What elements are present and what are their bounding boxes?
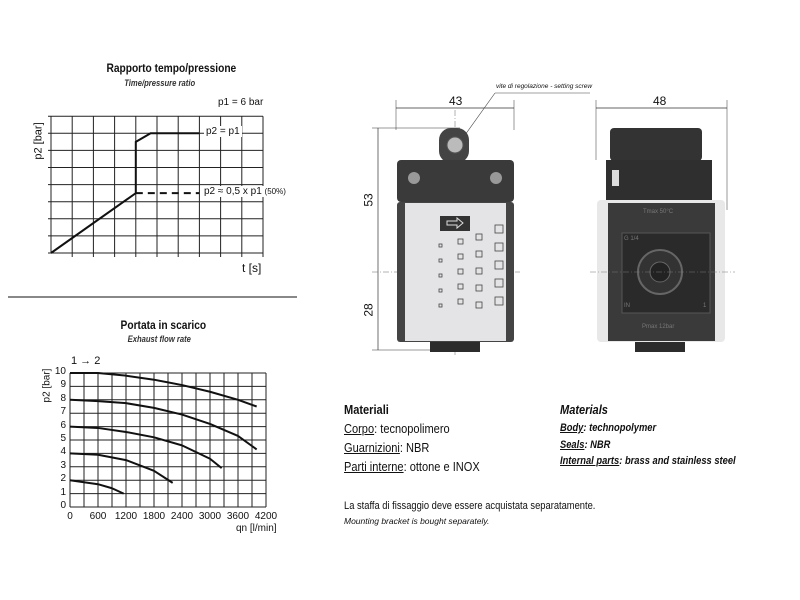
marking-dot [438, 258, 443, 263]
material-key: Guarnizioni [344, 440, 400, 455]
marking-dot [438, 273, 443, 278]
chart2-subtitle: Exhaust flow rate [127, 334, 191, 344]
port-label: G 1/4 [624, 236, 639, 242]
x-tick-label: 4200 [254, 511, 278, 522]
marking-dot [494, 296, 504, 306]
chart1-subtitle: Time/pressure ratio [124, 78, 196, 88]
material-value: : tecnopolimero [374, 421, 450, 436]
x-tick-label: 3600 [226, 511, 250, 522]
chart1-title: Rapporto tempo/pressione [106, 61, 237, 75]
material-key: Body [560, 422, 584, 434]
materials-it-title: Materiali [344, 402, 389, 417]
time-pressure-curves [50, 132, 200, 254]
note-en: Mounting bracket is bought separately. [344, 516, 490, 526]
marking-dot [457, 238, 464, 245]
material-value: : ottone e INOX [403, 459, 480, 474]
flow-grid [69, 372, 267, 508]
y-tick-label: 7 [60, 406, 66, 418]
marking-dot [457, 283, 464, 290]
in-label: IN [624, 303, 630, 309]
p2-half-label: p2 ≈ 0,5 x p1 (50%) [204, 186, 286, 197]
port-1-label: 1 [703, 303, 707, 309]
y-tick-label: 2 [60, 473, 66, 485]
x-tick-label: 3000 [198, 511, 222, 522]
y-tick-label: 6 [60, 419, 66, 431]
p2-half-text: p2 ≈ 0,5 x p1 [204, 186, 262, 197]
x-tick-label: 600 [89, 511, 107, 522]
y-tick-label: 3 [60, 459, 66, 471]
chart2-ylabel: p2 [bar] [41, 368, 53, 403]
marking-dot [457, 253, 464, 260]
y-tick-label: 8 [60, 392, 66, 404]
marking-dot [494, 224, 504, 234]
flow-curve-2-bar [69, 479, 125, 495]
x-tick-label: 1800 [142, 511, 166, 522]
material-key: Parti interne [344, 459, 404, 474]
marking-dot [438, 303, 443, 308]
marking-dot [457, 268, 464, 275]
marking-dot [438, 243, 443, 248]
pmax-label: Pmax 12bar [642, 324, 675, 330]
dim-28: 28 [361, 303, 376, 317]
note-it: La staffa di fissaggio deve essere acqui… [344, 500, 596, 512]
materials-en-title: Materials [560, 402, 608, 417]
dim-48: 48 [653, 94, 667, 108]
flow-curve-4-bar [69, 452, 174, 484]
marking-dot [438, 288, 443, 293]
material-en-0: Body: technopolymer [560, 422, 656, 434]
p2-half-pct: (50%) [264, 187, 286, 196]
marking-dot [494, 278, 504, 288]
y-tick-label: 4 [60, 446, 66, 458]
material-value: : NBR [399, 440, 430, 455]
material-value: : NBR [584, 439, 611, 451]
material-value: : technopolymer [583, 422, 657, 434]
chart2-title: Portata in scarico [120, 318, 207, 332]
marking-dot [475, 301, 483, 309]
tmax-label: Tmax 50°C [643, 209, 674, 215]
x-tick-label: 0 [67, 511, 73, 522]
chart2-xlabel: qn [l/min] [236, 523, 277, 534]
chart1-ylabel: p2 [bar] [32, 122, 45, 160]
regulator-front-view [372, 92, 590, 355]
time-pressure-grid [48, 115, 264, 257]
material-en-2: Internal parts: brass and stainless stee… [560, 455, 736, 467]
setting-screw-label: vite di regolazione - setting screw [496, 83, 593, 90]
marking-dot [475, 284, 483, 292]
marking-dot [457, 298, 464, 305]
material-value: : brass and stainless steel [619, 455, 736, 467]
marking-dot [475, 250, 483, 258]
material-it-1: Guarnizioni: NBR [344, 440, 429, 455]
material-key: Corpo [344, 421, 375, 436]
marking-dot [475, 233, 483, 241]
flow-curve-6-bar [69, 425, 223, 469]
marking-dot [475, 267, 483, 275]
material-it-2: Parti interne: ottone e INOX [344, 459, 480, 474]
y-tick-label: 5 [60, 433, 66, 444]
p1-label: p1 = 6 bar [218, 97, 264, 108]
material-it-0: Corpo: tecnopolimero [344, 421, 450, 436]
flow-direction: 1 → 2 [71, 355, 101, 367]
dim-53: 53 [361, 193, 376, 207]
p2-full-label: p2 = p1 [204, 126, 242, 137]
regulator-side-view [590, 100, 735, 352]
material-key: Seals [560, 439, 585, 451]
flow-curve-10-bar [70, 372, 258, 408]
marking-dot [494, 242, 504, 252]
marking-dot [494, 260, 504, 270]
material-key: Internal parts [560, 455, 620, 467]
y-tick-label: 9 [60, 379, 66, 391]
flow-curve-8-bar [69, 398, 258, 451]
chart1-xlabel: t [s] [242, 261, 262, 275]
material-en-1: Seals: NBR [560, 439, 610, 451]
y-tick-label: 0 [60, 500, 66, 511]
x-tick-label: 2400 [170, 511, 194, 522]
dim-43: 43 [449, 94, 463, 108]
y-tick-label: 1 [60, 486, 66, 498]
series-line [50, 132, 200, 254]
flow-curves [69, 372, 258, 495]
x-tick-label: 1200 [114, 511, 138, 522]
y-tick-label: 10 [54, 366, 66, 377]
